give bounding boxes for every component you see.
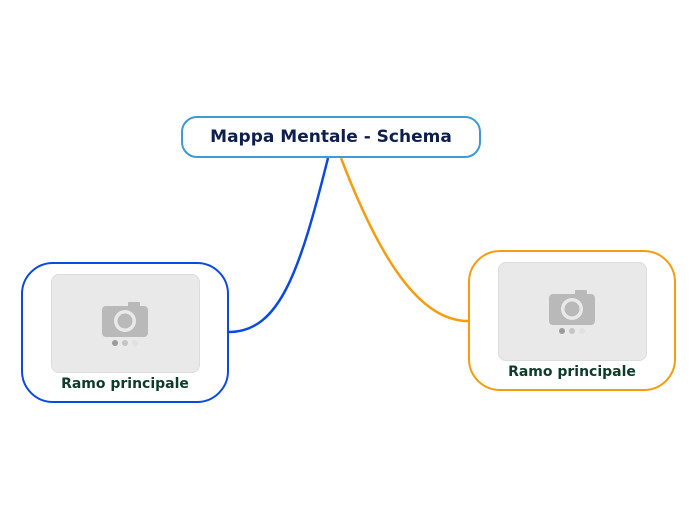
branch-node-right[interactable]: Ramo principale <box>468 250 676 391</box>
image-placeholder <box>51 274 200 373</box>
branch-label: Ramo principale <box>508 364 636 380</box>
branch-node-left[interactable]: Ramo principale <box>21 262 229 403</box>
root-node[interactable]: Mappa Mentale - Schema <box>181 116 481 158</box>
connector-right <box>339 157 469 323</box>
camera-icon <box>102 302 148 346</box>
root-title: Mappa Mentale - Schema <box>210 127 452 147</box>
camera-icon <box>549 290 595 334</box>
image-placeholder <box>498 262 647 361</box>
branch-label: Ramo principale <box>61 376 189 392</box>
connector-left <box>228 157 330 334</box>
